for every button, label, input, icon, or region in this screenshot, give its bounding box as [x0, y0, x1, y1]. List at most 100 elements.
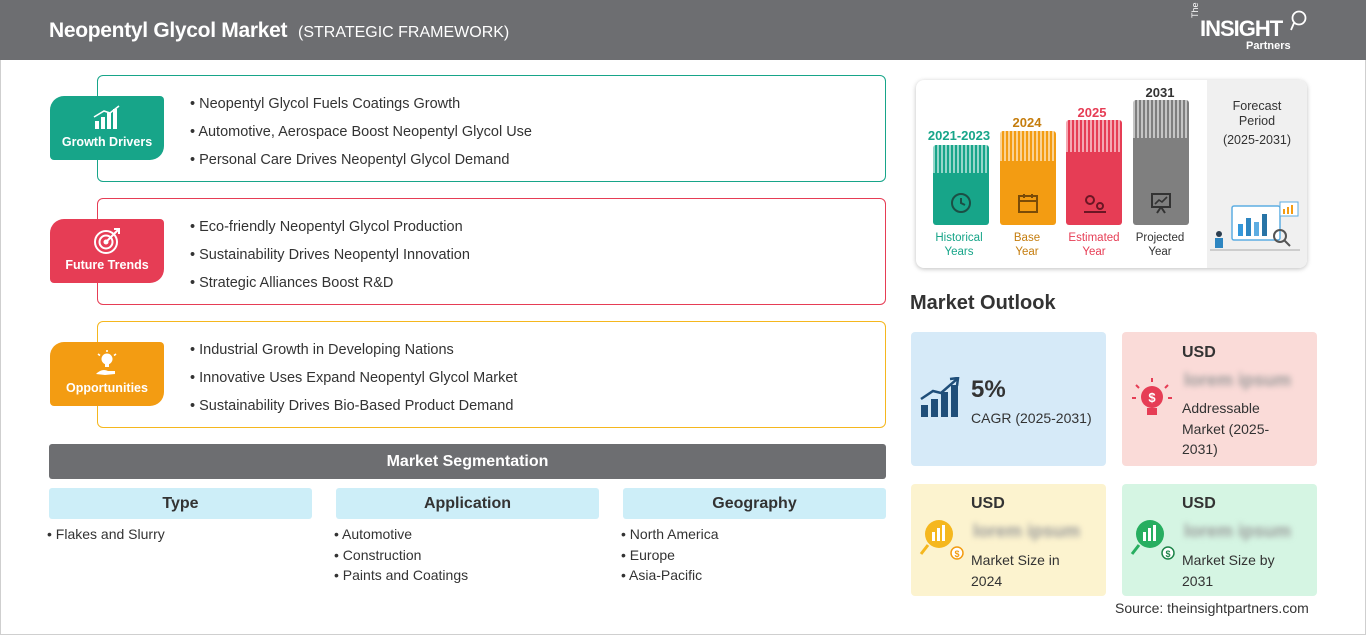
growth-drivers-list: Neopentyl Glycol Fuels Coatings Growth A…: [190, 96, 532, 180]
list-item: Construction: [334, 547, 468, 568]
list-item: Europe: [621, 547, 719, 568]
list-item: Innovative Uses Expand Neopentyl Glycol …: [190, 370, 517, 398]
logo-insight-text: INSIGHT: [1200, 16, 1283, 41]
segment-application-heading: Application: [336, 488, 599, 519]
historical-years-bar: [933, 145, 989, 225]
bar-year-label: 2025: [1077, 105, 1107, 120]
growth-drivers-card: Neopentyl Glycol Fuels Coatings Growth A…: [97, 75, 886, 182]
gears-chart-icon: [1084, 195, 1106, 213]
bar-hatch: [1066, 120, 1122, 152]
svg-text:$: $: [1165, 549, 1170, 559]
caption-line-2: Year: [1015, 246, 1039, 258]
list-item: Industrial Growth in Developing Nations: [190, 342, 517, 370]
list-item: Sustainability Drives Bio-Based Product …: [190, 398, 517, 426]
market-size-2031-label: Market Size by 2031: [1182, 552, 1275, 589]
logo-partners-text: Partners: [1246, 40, 1291, 52]
logo-the-text: The: [1190, 2, 1200, 18]
list-item: Strategic Alliances Boost R&D: [190, 275, 470, 303]
list-item: Asia-Pacific: [621, 567, 719, 588]
cagr-value: 5%: [971, 376, 1006, 403]
cagr-label: CAGR (2025-2031): [971, 410, 1092, 426]
segment-type-heading: Type: [49, 488, 312, 519]
cagr-box: 5% CAGR (2025-2031): [911, 332, 1106, 466]
list-item: North America: [621, 526, 719, 547]
list-item: Sustainability Drives Neopentyl Innovati…: [190, 247, 470, 275]
bar-year-label: 2024: [1012, 115, 1042, 130]
money-search-icon: $: [1130, 520, 1175, 560]
lightbulb-hand-icon: [50, 350, 164, 378]
list-item: Automotive: [334, 526, 468, 547]
estimated-year-bar: [1066, 120, 1122, 225]
logo-magnifier-icon: [1290, 10, 1307, 31]
addressable-market-label: Addressable Market (2025-2031): [1182, 400, 1270, 457]
page-title: Neopentyl Glycol Market: [49, 19, 288, 42]
list-item: Flakes and Slurry: [47, 526, 165, 547]
growth-chart-icon: [920, 377, 960, 417]
market-outlook-title: Market Outlook: [910, 292, 1056, 314]
badge-label: Growth Drivers: [61, 135, 153, 149]
bar-year-label: 2021-2023: [927, 128, 991, 143]
list-item: Neopentyl Glycol Fuels Coatings Growth: [190, 96, 532, 124]
bar-hatch: [1133, 100, 1189, 138]
list-item: Automotive, Aerospace Boost Neopentyl Gl…: [190, 124, 532, 152]
usd-label: USD: [1182, 344, 1216, 361]
future-trends-badge: Future Trends: [50, 219, 164, 283]
opportunities-card: Industrial Growth in Developing Nations …: [97, 321, 886, 428]
market-size-2024-label: Market Size in 2024: [971, 552, 1060, 589]
list-item: Paints and Coatings: [334, 567, 468, 588]
usd-label: USD: [971, 495, 1005, 512]
bar-hatch: [933, 145, 989, 173]
forecast-range-label: (2025-2031): [1222, 133, 1292, 147]
projected-year-bar: [1133, 100, 1189, 225]
bar-hatch: [1000, 131, 1056, 161]
market-segmentation-title: Market Segmentation: [49, 444, 886, 479]
target-icon: [50, 227, 164, 255]
caption-line-1: Estimated: [1068, 232, 1120, 244]
future-trends-list: Eco-friendly Neopentyl Glycol Production…: [190, 219, 470, 303]
future-trends-card: Eco-friendly Neopentyl Glycol Production…: [97, 198, 886, 305]
addressable-market-value: lorem ipsum: [1184, 370, 1292, 390]
segment-geography-heading: Geography: [623, 488, 886, 519]
caption-line-1: Base: [1013, 232, 1041, 244]
addressable-market-box: $ USD lorem ipsum Addressable Market (20…: [1122, 332, 1317, 466]
usd-label: USD: [1182, 495, 1216, 512]
segment-geography-list: North America Europe Asia-Pacific: [621, 526, 719, 588]
segment-application-list: Automotive Construction Paints and Coati…: [334, 526, 468, 588]
forecast-label: Forecast: [1232, 99, 1282, 113]
insight-partners-logo[interactable]: The INSIGHT Partners: [1190, 2, 1310, 54]
badge-label: Opportunities: [66, 381, 148, 395]
caption-line-2: Year: [1148, 246, 1172, 258]
analytics-illustration-icon: [1210, 201, 1300, 251]
header-bar: Neopentyl Glycol Market (STRATEGIC FRAME…: [0, 0, 1366, 60]
period-label: Period: [1238, 114, 1276, 128]
presentation-icon: [1151, 193, 1171, 214]
page-subtitle: (STRATEGIC FRAMEWORK): [298, 24, 510, 41]
opportunities-list: Industrial Growth in Developing Nations …: [190, 342, 517, 426]
svg-text:$: $: [954, 549, 959, 559]
caption-line-2: Year: [1082, 246, 1106, 258]
caption-line-1: Projected: [1135, 232, 1185, 244]
base-year-bar: [1000, 131, 1056, 225]
list-item: Personal Care Drives Neopentyl Glycol De…: [190, 152, 532, 180]
market-size-2031-value: lorem ipsum: [1184, 521, 1292, 541]
market-size-2024-value: lorem ipsum: [973, 521, 1081, 541]
growth-drivers-badge: Growth Drivers: [50, 96, 164, 160]
svg-text:$: $: [1148, 390, 1156, 405]
list-item: Eco-friendly Neopentyl Glycol Production: [190, 219, 470, 247]
growth-chart-icon: [50, 104, 164, 132]
calendar-icon: [1018, 194, 1038, 213]
badge-label: Future Trends: [65, 258, 149, 272]
source-link[interactable]: Source: theinsightpartners.com: [1115, 600, 1309, 616]
bar-year-label: 2031: [1145, 85, 1175, 100]
opportunities-badge: Opportunities: [50, 342, 164, 406]
history-icon: [951, 193, 971, 213]
caption-line-2: Years: [944, 246, 974, 258]
market-size-2031-box: $ USD lorem ipsum Market Size by 2031: [1122, 484, 1317, 596]
market-size-2024-box: $ USD lorem ipsum Market Size in 2024: [911, 484, 1106, 596]
caption-line-1: Historical: [935, 232, 983, 244]
lightbulb-dollar-icon: $: [1132, 378, 1172, 415]
